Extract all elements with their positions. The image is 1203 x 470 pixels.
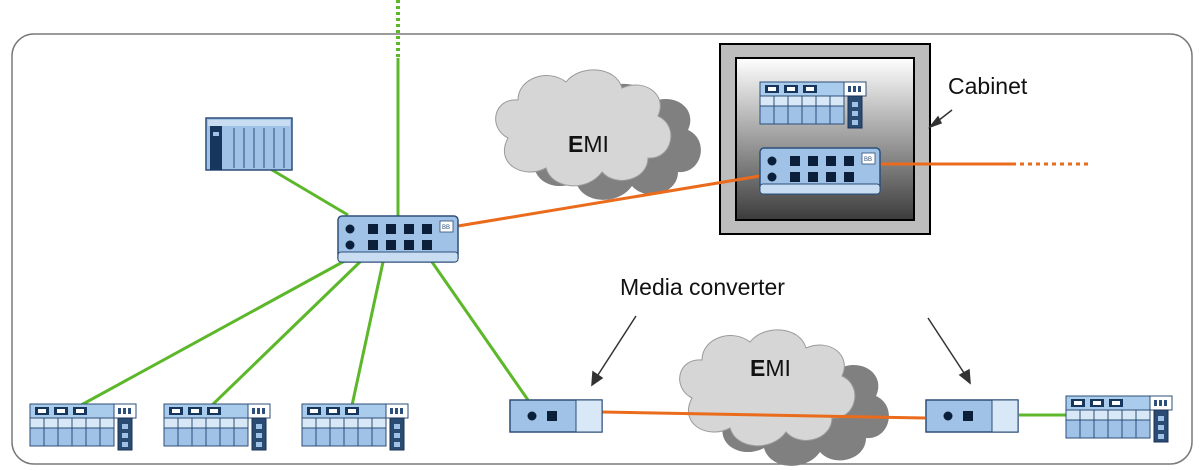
- fiber-links: [457, 162, 1012, 420]
- emi-cloud-bottom: EMI: [679, 329, 889, 466]
- link-plc-switch: [261, 162, 349, 217]
- main-switch-badge: BB: [442, 225, 450, 231]
- link-switch-io1: [71, 256, 351, 412]
- cabinet-switch-badge: BB: [864, 157, 872, 163]
- arrow-converter-left: [595, 315, 637, 379]
- arrow-converter-left-head: [591, 370, 604, 387]
- link-switch-io3: [349, 261, 385, 411]
- emi-label-top: EMI: [568, 131, 609, 157]
- io-module-1: [29, 403, 137, 451]
- emi-prefix-top: E: [568, 131, 583, 157]
- cabinet: [719, 43, 931, 235]
- io-module-right: [1065, 395, 1173, 443]
- emi-cloud-top: EMI: [495, 69, 701, 200]
- emi-label-bottom: EMI: [750, 355, 791, 381]
- link-switch-converter: [430, 261, 530, 401]
- io-module-3: [301, 403, 409, 451]
- fiber-converters: [601, 410, 926, 420]
- media-converter-label: Media converter: [620, 274, 785, 300]
- annotation-arrows: [591, 109, 971, 387]
- emi-suffix-top: MI: [583, 131, 609, 157]
- plc-rack-icon: [205, 117, 293, 171]
- io-module-2: [163, 403, 271, 451]
- arrow-converter-right-head: [958, 368, 971, 385]
- cabinet-switch: [759, 147, 881, 195]
- emi-suffix-bottom: MI: [765, 355, 791, 381]
- main-switch: [337, 215, 459, 263]
- copper-links: [71, 58, 1066, 417]
- cabinet-label: Cabinet: [948, 73, 1028, 99]
- network-area-frame: [11, 33, 1193, 465]
- arrow-cabinet-head: [927, 115, 943, 129]
- emi-prefix-bottom: E: [750, 355, 765, 381]
- arrow-converter-right: [927, 317, 967, 377]
- media-converter-left: [509, 399, 603, 433]
- link-switch-io2: [205, 258, 364, 412]
- media-converter-right: [925, 399, 1019, 433]
- fiber-switch-cabinet: [457, 174, 761, 228]
- cabinet-io-module: [759, 81, 867, 129]
